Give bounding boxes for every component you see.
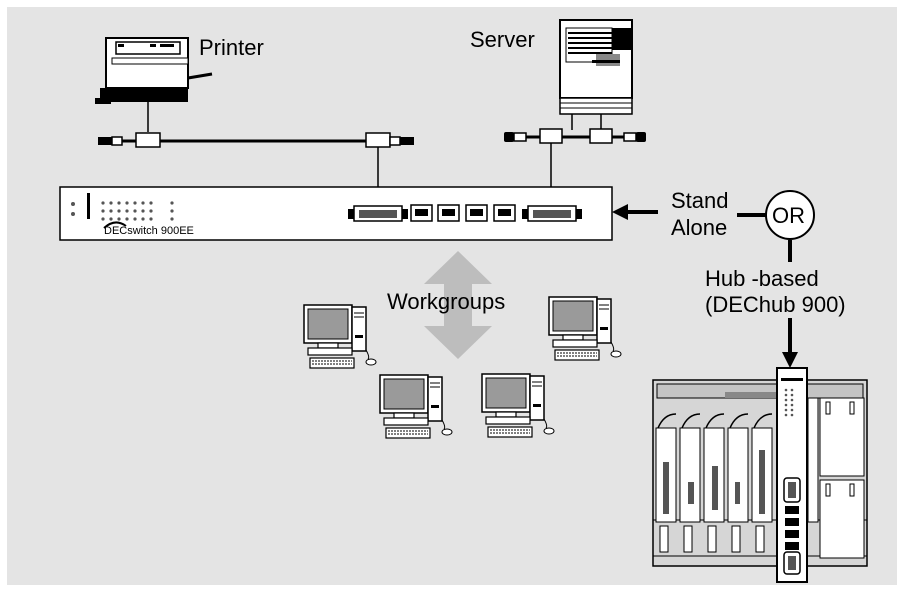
server-lan-cable	[504, 114, 646, 207]
stand-alone-arrow	[612, 204, 658, 220]
hub-based-label-line2: (DEChub 900)	[705, 292, 846, 317]
or-label: OR	[772, 203, 805, 228]
switch-name-label: DECswitch 900EE	[104, 225, 194, 237]
server-label: Server	[470, 27, 535, 52]
workgroups-double-arrow	[424, 251, 492, 359]
server-icon	[559, 19, 633, 130]
stand-alone-label-line1: Stand	[671, 188, 729, 213]
rj45-ports	[410, 204, 516, 222]
printer-icon	[95, 37, 213, 132]
printer-label: Printer	[199, 35, 264, 60]
aui-port-2	[522, 205, 582, 222]
hub-based-label-line1: Hub -based	[705, 266, 819, 291]
dechub-chassis-icon	[652, 379, 868, 567]
or-circle	[765, 190, 815, 240]
stand-alone-label-line2: Alone	[671, 215, 728, 240]
aui-port-1	[348, 205, 408, 222]
hub-arrow	[782, 318, 798, 368]
decswitch-unit	[59, 186, 613, 241]
switch-module-in-hub	[776, 367, 808, 583]
workgroups-label: Workgroups	[387, 289, 506, 314]
